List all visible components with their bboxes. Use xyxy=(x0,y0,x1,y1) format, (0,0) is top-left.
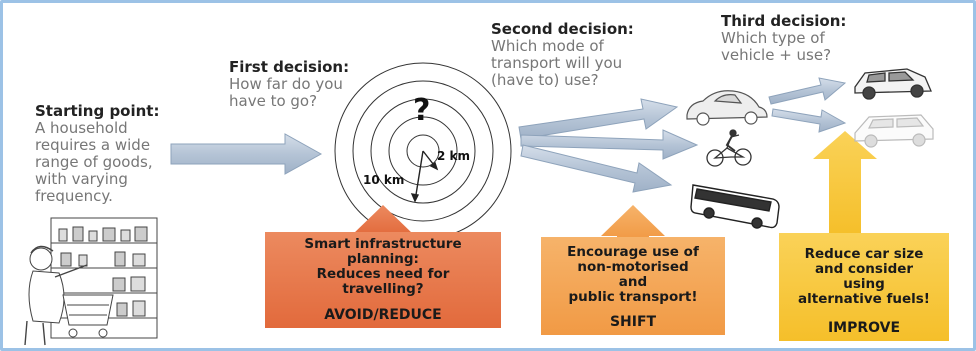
improve-box: Reduce car size and consider using alter… xyxy=(779,233,949,341)
avoid-line: Reduces need for xyxy=(316,266,450,282)
avoid-reduce-tag: AVOID/REDUCE xyxy=(324,307,442,323)
shift-line: public transport! xyxy=(568,289,698,305)
second-decision-block: Second decision: Which mode of transport… xyxy=(491,21,634,89)
ring-label-10km: 10 km xyxy=(363,173,405,187)
third-decision-title: Third decision: xyxy=(721,12,847,30)
third-decision-block: Third decision: Which type of vehicle + … xyxy=(721,13,846,64)
starting-point-line: with varying xyxy=(35,170,128,188)
avoid-up-arrow xyxy=(353,205,413,235)
shopper-sketch xyxy=(24,217,158,346)
first-decision-line: How far do you xyxy=(229,75,343,93)
flow-arrow-start xyxy=(170,133,323,175)
second-decision-line: (have to) use? xyxy=(491,71,599,89)
starting-point-line: range of goods, xyxy=(35,153,153,171)
avoid-line: travelling? xyxy=(342,281,424,297)
improve-tag: IMPROVE xyxy=(827,320,901,336)
minivan-icon xyxy=(854,114,934,148)
starting-point-line: A household xyxy=(35,119,128,137)
flow-arrow-to-minivan xyxy=(771,108,847,133)
third-decision-line: vehicle + use? xyxy=(721,46,832,64)
first-decision-title: First decision: xyxy=(229,58,350,76)
flow-arrow-to-car xyxy=(518,98,679,140)
third-decision-line: Which type of xyxy=(721,29,825,47)
improve-up-arrow xyxy=(813,131,877,235)
flow-arrow-to-suv xyxy=(768,77,847,105)
first-decision-block: First decision: How far do you have to g… xyxy=(229,59,349,110)
improve-line: and consider xyxy=(814,261,914,277)
shift-tag: SHIFT xyxy=(609,314,657,330)
starting-point-block: Starting point: A household requires a w… xyxy=(35,103,159,205)
question-mark: ? xyxy=(413,93,431,128)
avoid-reduce-box: Smart infrastructure planning: Reduces n… xyxy=(265,232,501,328)
shift-line: non-motorised xyxy=(577,259,689,275)
distance-pointers xyxy=(410,150,439,203)
starting-point-line: requires a wide xyxy=(35,136,151,154)
flow-arrow-to-bike xyxy=(520,129,699,160)
suv-icon xyxy=(854,68,932,100)
improve-line: using xyxy=(843,276,885,292)
bus-icon xyxy=(690,184,780,229)
starting-point-title: Starting point: xyxy=(35,102,160,120)
avoid-line: Smart infrastructure xyxy=(304,236,462,252)
car-icon xyxy=(686,90,768,126)
first-decision-line: have to go? xyxy=(229,92,318,110)
improve-line: Reduce car size xyxy=(804,246,924,262)
flow-arrow-to-bus xyxy=(520,144,673,193)
second-decision-line: transport will you xyxy=(491,54,623,72)
shift-up-arrow xyxy=(601,205,665,239)
starting-point-line: frequency. xyxy=(35,187,113,205)
diagram-graphics xyxy=(24,62,934,346)
shift-line: Encourage use of xyxy=(567,244,699,260)
second-decision-title: Second decision: xyxy=(491,20,634,38)
bicycle-icon xyxy=(706,129,752,167)
shift-box: Encourage use of non-motorised and publi… xyxy=(541,237,725,335)
avoid-line: planning: xyxy=(347,251,419,267)
improve-line: alternative fuels! xyxy=(798,291,930,307)
shift-line: and xyxy=(618,274,648,290)
ring-label-2km: 2 km xyxy=(437,149,471,163)
second-decision-line: Which mode of xyxy=(491,37,604,55)
